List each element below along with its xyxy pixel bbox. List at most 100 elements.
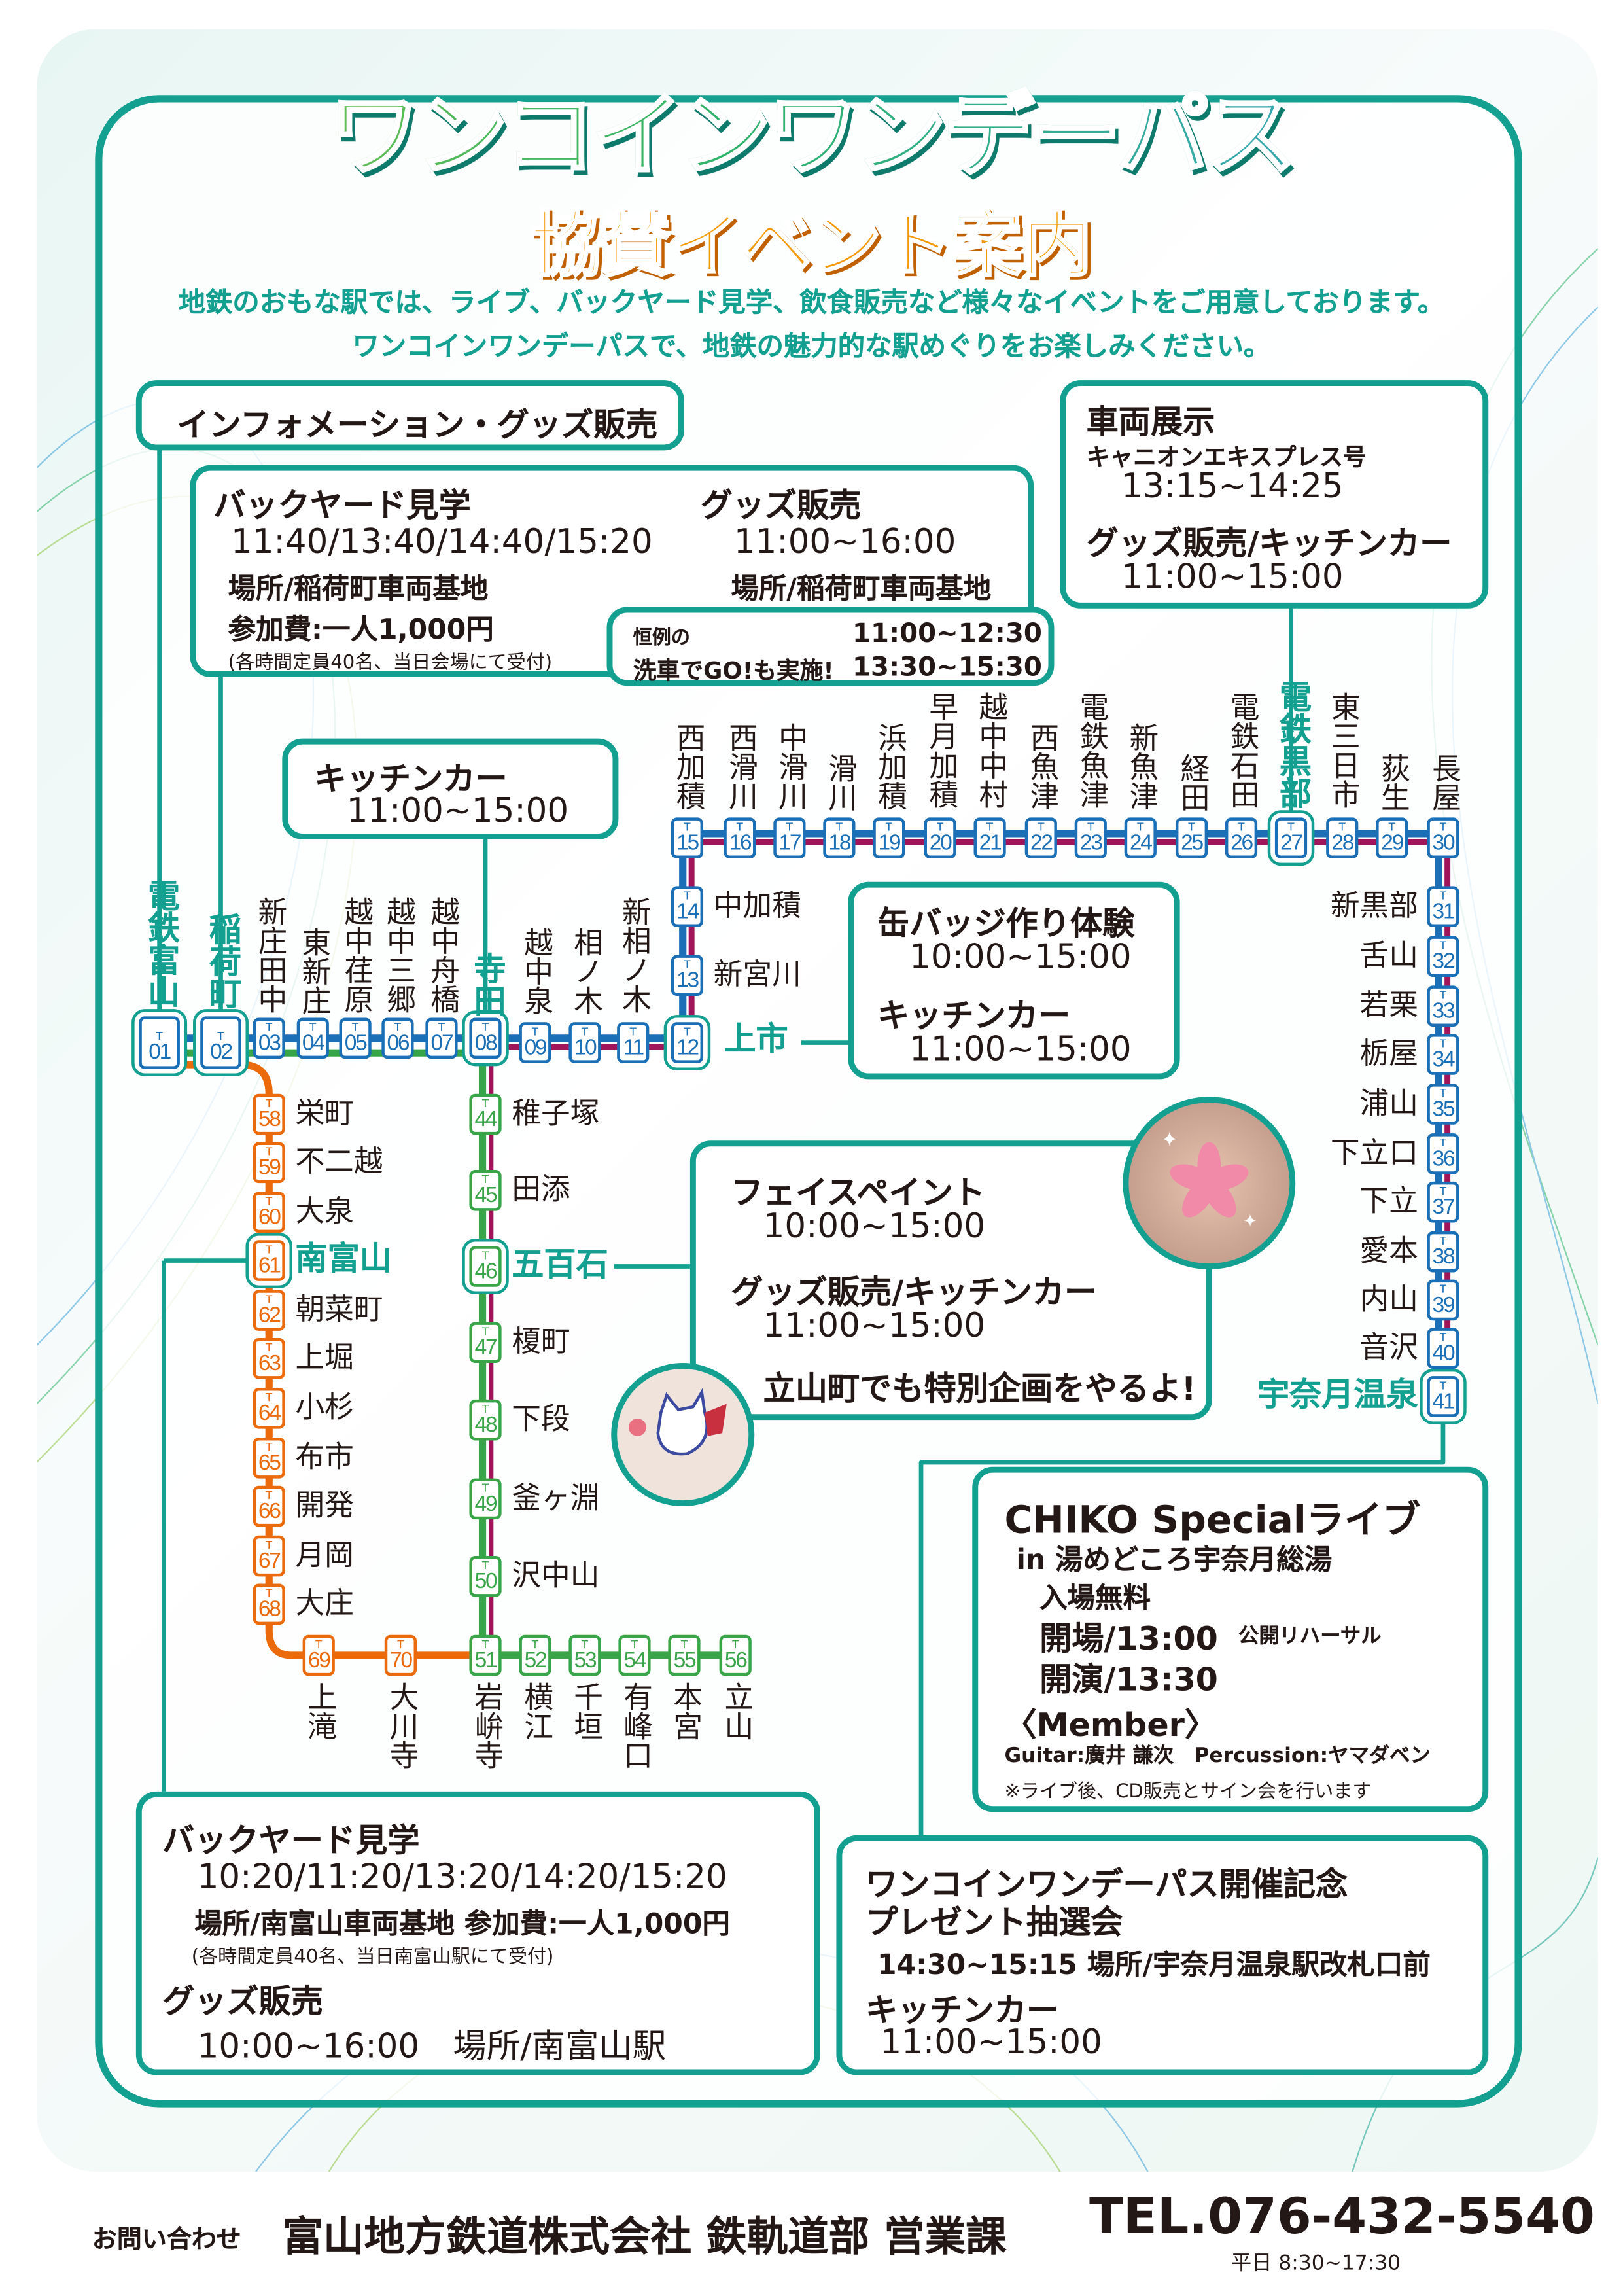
station-number: 09 [524, 1035, 548, 1061]
station-name-29: 荻生 [1376, 753, 1411, 812]
station-number: 52 [524, 1648, 548, 1673]
station-prefix: T [394, 1021, 402, 1034]
station-number: 37 [1432, 1194, 1456, 1220]
station-prefix: T [481, 1638, 489, 1651]
station-prefix: T [265, 1097, 273, 1110]
station-name-26: 電鉄石田 [1225, 692, 1261, 809]
station-name-23: 電鉄魚津 [1074, 692, 1110, 809]
station-name-59: 不二越 [295, 1143, 383, 1179]
station-name-51: 岩峅寺 [469, 1682, 505, 1770]
station-name-11: 新相ノ木 [617, 896, 652, 1014]
station-name-28: 東三日市 [1326, 692, 1361, 809]
station-number: 13 [676, 968, 699, 993]
station-name-27: 電鉄黒部 [1273, 679, 1310, 809]
station-name-64: 小杉 [295, 1389, 354, 1424]
station-number: 01 [148, 1040, 171, 1065]
station-name-69: 上滝 [302, 1682, 338, 1740]
station-prefix: T [1439, 889, 1447, 902]
station-number: 70 [389, 1648, 413, 1673]
station-prefix: T [683, 957, 691, 972]
mt-goods-time-place: 10:00~16:00 場所/南富山駅 [197, 2028, 667, 2067]
station-name-24: 新魚津 [1124, 722, 1160, 811]
station-name-67: 月岡 [295, 1536, 354, 1572]
station-prefix: T [481, 1248, 489, 1262]
station-name-55: 本宮 [668, 1682, 704, 1740]
station-number: 55 [673, 1648, 697, 1673]
live-start-time: 開演/13:30 [1039, 1663, 1218, 1700]
intro-line: 地鉄のおもな駅では、ライブ、バックヤード見学、飲食販売など様々なイベントをご用意… [178, 288, 1445, 319]
station-name-18: 滑川 [823, 753, 858, 812]
station-name-31: 新黒部 [1330, 887, 1418, 923]
station-name-03: 新庄田中 [253, 896, 288, 1014]
car-wash-label: 恒例の [633, 627, 690, 650]
station-number: 45 [474, 1183, 498, 1209]
station-prefix: T [265, 1243, 273, 1256]
station-prefix: T [396, 1638, 404, 1651]
station-name-17: 中滑川 [773, 722, 809, 811]
station-prefix: T [835, 820, 843, 834]
station-name-35: 浦山 [1359, 1085, 1418, 1121]
station-number: 02 [210, 1040, 233, 1065]
station-prefix: T [731, 1638, 739, 1651]
station-prefix: T [481, 1097, 489, 1110]
station-prefix: T [885, 820, 893, 834]
station-prefix: T [1439, 1036, 1447, 1050]
station-number: 16 [729, 830, 752, 856]
kurobe-goods-time: 11:00~15:00 [1121, 558, 1344, 597]
kitchen-car-time: 11:00~15:00 [346, 792, 569, 831]
station-name-50: 沢中山 [512, 1557, 600, 1593]
station-number: 27 [1280, 830, 1303, 856]
vehicle-display-time: 13:15~14:25 [1121, 468, 1344, 506]
station-number: 26 [1230, 830, 1253, 856]
station-prefix: T [265, 1440, 273, 1454]
station-prefix: T [265, 1292, 273, 1306]
station-name-10: 相ノ木 [568, 927, 604, 1016]
station-number: 22 [1030, 830, 1053, 856]
station-prefix: T [265, 1194, 273, 1209]
station-prefix: T [315, 1638, 323, 1651]
station-number: 18 [828, 830, 851, 856]
station-number: 21 [979, 830, 1002, 856]
station-number: 35 [1432, 1097, 1456, 1122]
station-name-68: 大庄 [295, 1585, 354, 1621]
intro-line: ワンコインワンデーパスで、地鉄の魅力的な駅めぐりをお楽しみください。 [352, 332, 1271, 363]
station-number: 23 [1079, 830, 1103, 856]
station-name-54: 有峰口 [618, 1682, 654, 1770]
station-prefix: T [1238, 820, 1245, 834]
station-prefix: T [1087, 820, 1094, 834]
station-prefix: T [481, 1021, 489, 1034]
station-number: 38 [1432, 1244, 1456, 1269]
cat-icon [629, 1388, 727, 1456]
station-number: 39 [1432, 1292, 1456, 1318]
station-prefix: T [581, 1638, 589, 1651]
station-number: 62 [258, 1303, 281, 1328]
live-title: CHIKO Specialライブ [1004, 1498, 1421, 1543]
contact-company: 富山地方鉄道株式会社 鉄軌道部 営業課 [282, 2212, 1007, 2261]
station-prefix: T [1439, 1184, 1447, 1198]
